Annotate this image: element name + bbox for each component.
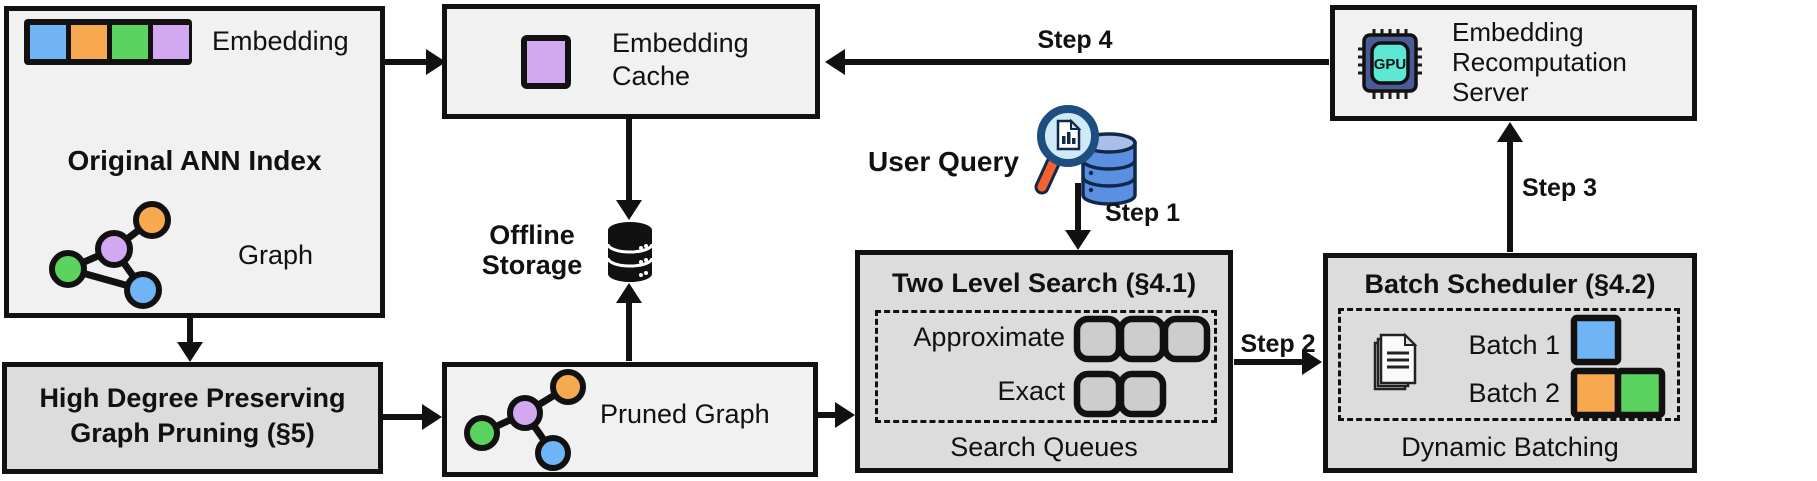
search-queues-dashed-box <box>875 310 1217 423</box>
graph-node-green <box>49 250 87 288</box>
arrow-index-to-pruning <box>177 315 203 362</box>
batch-scheduler-title: Batch Scheduler (§4.2) <box>1364 269 1656 299</box>
dynamic-batching-dashed-box <box>1338 308 1680 421</box>
step-4-label: Step 4 <box>1037 26 1113 54</box>
pruned-graph-icon <box>464 369 586 471</box>
two-level-search-box <box>855 250 1233 473</box>
embedding-cache-box <box>442 4 820 119</box>
graph-label: Graph <box>238 240 314 270</box>
pruned-node-purple <box>507 395 543 431</box>
batch2-embedding-squares <box>1570 367 1666 419</box>
pruned-graph-label: Pruned Graph <box>600 399 770 429</box>
embedding-label: Embedding <box>212 26 349 56</box>
dynamic-batching-label: Dynamic Batching <box>1401 432 1619 462</box>
approximate-queue-label: Approximate <box>913 322 1065 352</box>
graph-pruning-title: High Degree Preserving Graph Pruning (§5… <box>39 383 346 448</box>
arrow-pruning-to-pruned <box>380 404 442 430</box>
user-query-label: User Query <box>868 146 1019 177</box>
arrow-pruned-to-storage <box>616 283 642 361</box>
batch1-embedding-squares <box>1570 314 1622 366</box>
embedding-cell-blue <box>30 25 66 59</box>
batch1-square-blue <box>1570 314 1622 366</box>
graph-node-blue <box>124 271 162 309</box>
approximate-queue-slots <box>1073 315 1211 363</box>
step-3-label: Step 3 <box>1522 174 1598 202</box>
graph-pruning-box <box>2 362 383 474</box>
original-ann-index-title: Original ANN Index <box>67 145 322 176</box>
arrow-cache-to-storage <box>616 119 642 220</box>
embedding-cache-label: Embedding Cache <box>612 28 749 91</box>
gpu-icon: GPU <box>1358 29 1422 99</box>
embedding-vector-icon <box>24 19 192 65</box>
exact-queue-slots <box>1073 370 1167 418</box>
arrow-pruned-to-search <box>815 402 855 428</box>
user-query-icon <box>1034 105 1137 206</box>
offline-storage-label: Offline Storage <box>481 220 583 280</box>
graph-node-purple <box>95 230 133 268</box>
query-database-glyph <box>1081 132 1137 206</box>
arrow-index-to-cache <box>383 49 446 75</box>
magnifier-glyph <box>1034 105 1099 195</box>
cached-embedding-icon <box>521 35 571 89</box>
graph-icon <box>49 201 171 309</box>
arrow-step3-scheduler-to-server <box>1497 122 1523 252</box>
batch2-label: Batch 2 <box>1468 378 1560 408</box>
batch1-label: Batch 1 <box>1468 330 1560 360</box>
two-level-search-title: Two Level Search (§4.1) <box>891 268 1197 298</box>
pruned-graph-box <box>442 362 818 477</box>
pruned-node-blue <box>535 435 571 471</box>
step-2-label: Step 2 <box>1240 330 1316 358</box>
search-queues-label: Search Queues <box>950 432 1138 462</box>
graph-node-orange <box>133 201 171 239</box>
cached-embedding-square <box>521 35 571 89</box>
exact-queue-label: Exact <box>997 376 1065 406</box>
step-1-label: Step 1 <box>1105 199 1181 227</box>
documents-icon <box>1373 332 1418 391</box>
embedding-cell-orange <box>71 25 107 59</box>
embedding-cell-green <box>112 25 148 59</box>
batch2-square-green <box>1614 367 1666 419</box>
gpu-icon-label: GPU <box>1374 56 1407 73</box>
pruned-node-green <box>464 415 500 451</box>
recomputation-server-box <box>1330 5 1697 121</box>
batch2-square-orange <box>1570 367 1622 419</box>
offline-storage-database-icon <box>606 222 654 282</box>
pruned-node-orange <box>550 369 586 405</box>
recomputation-server-label: Embedding Recomputation Server <box>1452 17 1627 107</box>
embedding-cell-purple <box>153 25 189 59</box>
